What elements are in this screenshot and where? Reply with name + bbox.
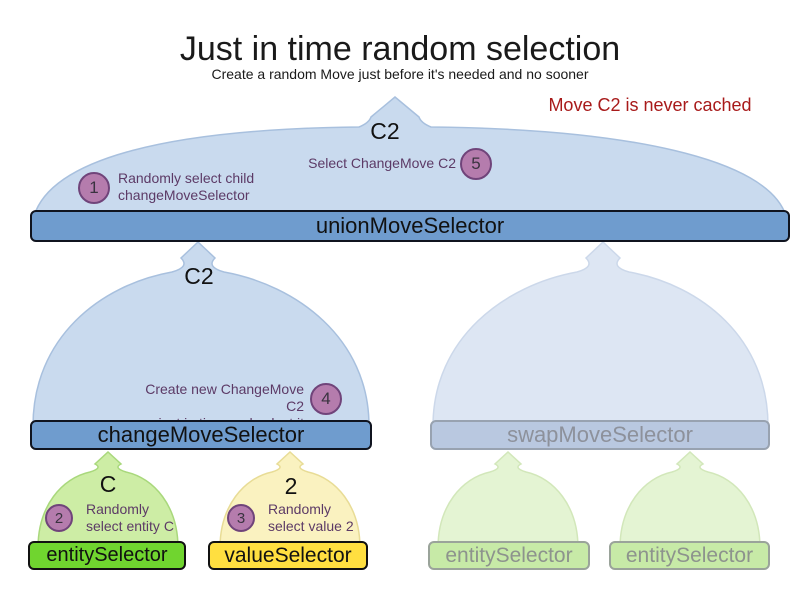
faded-entity-selector-bar-2: entitySelector (609, 541, 770, 570)
step-3-text: Randomly select value 2 (268, 501, 354, 534)
step-3-badge: 3 (227, 504, 255, 532)
faded-entity-selector-bar-1: entitySelector (428, 541, 590, 570)
page-title: Just in time random selection (179, 30, 621, 68)
swap-funnel-shape-faded (432, 240, 769, 427)
step-1-badge: 1 (78, 172, 110, 204)
union-funnel-shape (32, 96, 788, 217)
never-cached-note: Move C2 is never cached (548, 95, 752, 115)
step-2-badge: 2 (45, 504, 73, 532)
faded-entity-funnel-shape-1 (437, 450, 579, 549)
step-4-badge: 4 (310, 383, 342, 415)
union-output-move-label: C2 (370, 118, 400, 144)
change-funnel-shape (32, 240, 370, 427)
value-output-label: 2 (284, 473, 298, 499)
entity-output-label: C (99, 471, 117, 497)
faded-entity-funnel-shape-2 (619, 450, 761, 549)
entity-selector-bar: entitySelector (28, 541, 186, 570)
value-selector-bar: valueSelector (208, 541, 368, 570)
step-2-text: Randomly select entity C (86, 501, 174, 534)
step-5-badge: 5 (460, 148, 492, 180)
change-move-selector-bar: changeMoveSelector (30, 420, 372, 450)
value-funnel-shape (219, 450, 361, 549)
swap-move-selector-bar-faded: swapMoveSelector (430, 420, 770, 450)
change-output-move-label: C2 (184, 263, 214, 289)
union-move-selector-bar: unionMoveSelector (30, 210, 790, 242)
step-5-text: Select ChangeMove C2 (308, 155, 456, 171)
page-subtitle: Create a random Move just before it's ne… (211, 66, 589, 82)
entity-funnel-shape (37, 450, 179, 549)
step-1-text: Randomly select child changeMoveSelector (118, 170, 255, 203)
